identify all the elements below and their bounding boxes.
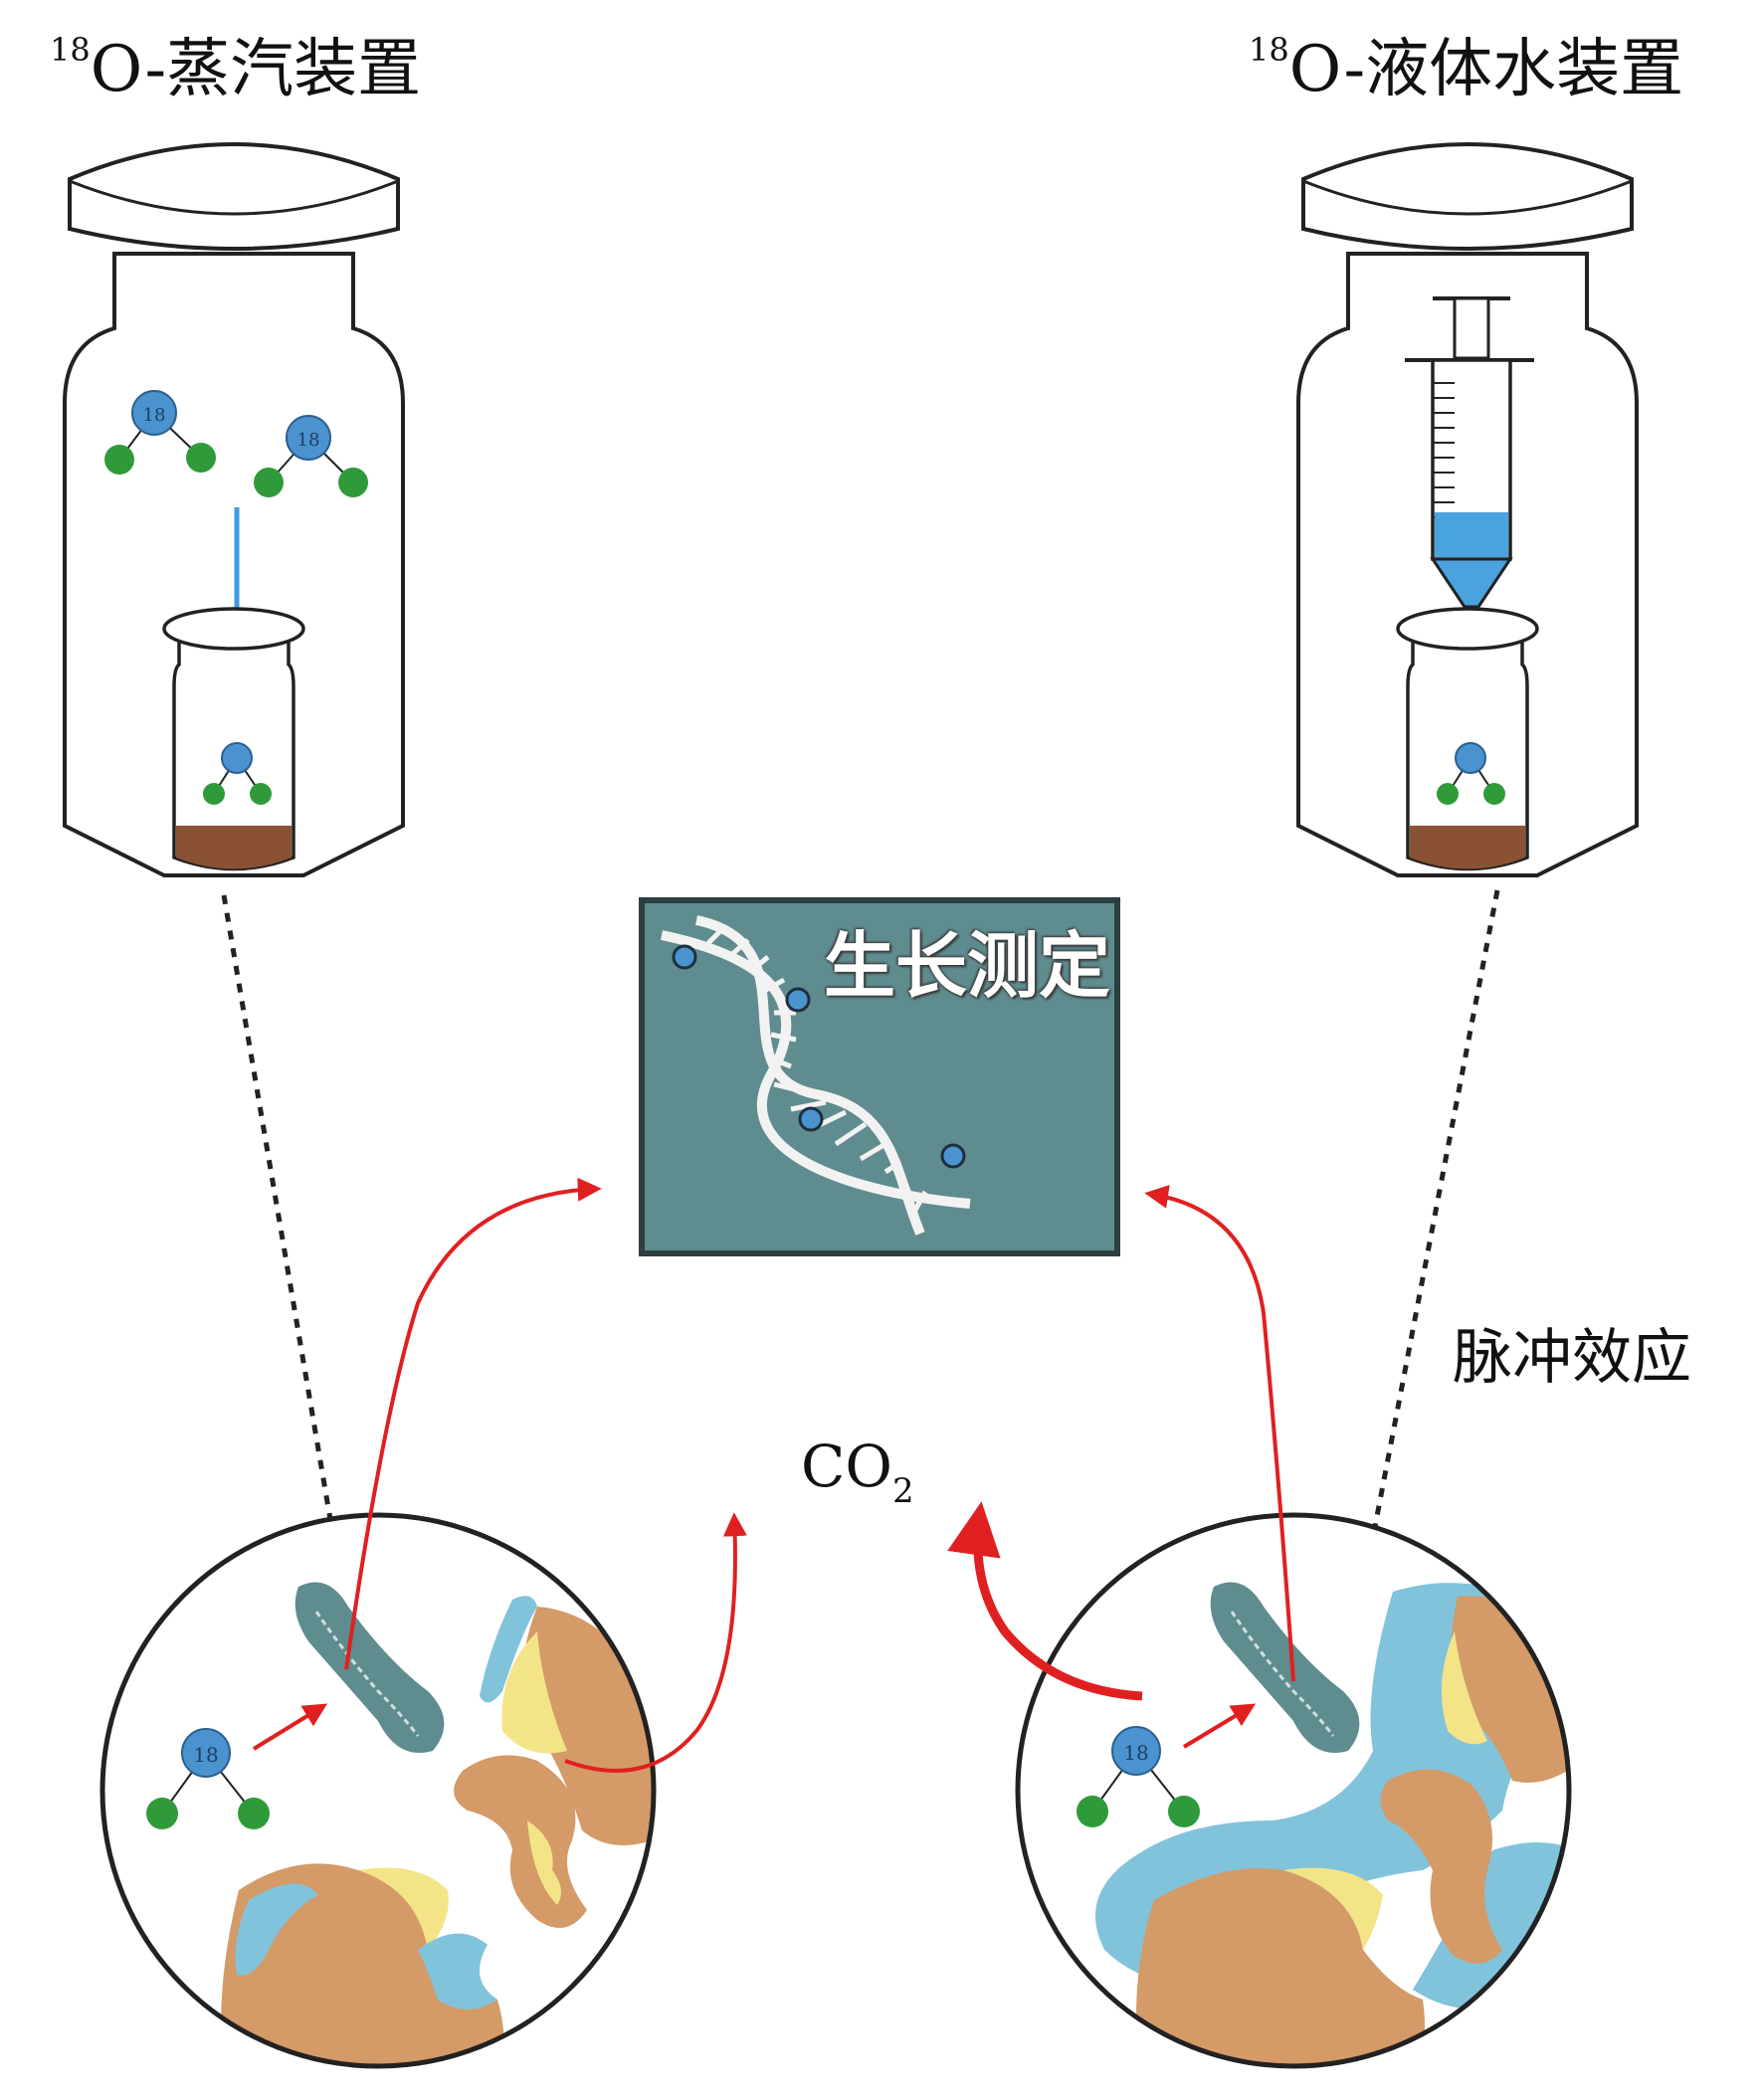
soil-aggregate xyxy=(521,1607,654,1845)
co2-label: CO2 xyxy=(801,1437,914,1508)
liquid-setup-title-text: O-液体水装置 xyxy=(1288,33,1684,106)
labeled-nucleotide xyxy=(672,944,697,970)
isotope-superscript: 18 xyxy=(50,31,91,69)
water-molecule: 18 xyxy=(1077,1726,1200,1827)
zoom-connector-left xyxy=(221,894,336,1538)
oxygen-18-atom xyxy=(1455,742,1486,774)
hydrogen-atom xyxy=(238,1798,270,1829)
pore-water xyxy=(235,1883,318,1976)
uptake-arrow xyxy=(252,1703,328,1751)
oxygen-18-atom xyxy=(181,1728,231,1778)
growth-measurement-label: 生长测定 xyxy=(824,923,1111,1008)
oxygen-18-atom xyxy=(131,390,177,436)
hydrogen-atom xyxy=(1077,1796,1108,1827)
soil-sample xyxy=(176,826,292,869)
uptake-arrow xyxy=(1182,1703,1257,1749)
hydrogen-atom xyxy=(146,1798,178,1829)
pore-water xyxy=(480,1596,537,1703)
microbial-cell xyxy=(294,1582,445,1753)
soil-aggregate xyxy=(1136,1868,1425,2066)
respiration-arrow-right xyxy=(947,1501,1143,1701)
hydrogen-atom xyxy=(254,468,284,497)
pulse-effect-label: 脉冲效应 xyxy=(1453,1323,1691,1393)
vapor-setup-title-text: O-蒸汽装置 xyxy=(90,33,422,106)
labeled-nucleotide xyxy=(785,987,811,1013)
vapor-setup-title: 18O-蒸汽装置 xyxy=(50,34,421,101)
liquid-water xyxy=(1435,512,1508,557)
isotope-superscript: 18 xyxy=(1249,31,1289,69)
co2-text: CO xyxy=(801,1432,892,1500)
respiration-arrow-left xyxy=(564,1512,747,1773)
growth-arrow-right xyxy=(1144,1184,1295,1682)
hydrogen-atom xyxy=(104,445,134,475)
hydrogen-atom xyxy=(186,443,216,473)
vial-lid xyxy=(1396,607,1539,651)
liquid-setup-title: 18O-液体水装置 xyxy=(1249,34,1683,101)
soil-aggregate xyxy=(220,1863,504,2066)
pore-water xyxy=(418,1933,497,2009)
jar-lid xyxy=(68,142,400,251)
vapor-jar: 18 18 xyxy=(63,142,405,877)
oxygen-18-atom xyxy=(221,742,253,774)
jar-lid xyxy=(1301,142,1634,251)
growth-arrow-left xyxy=(344,1177,602,1670)
oxygen-18-atom xyxy=(286,415,331,461)
co2-subscript: 2 xyxy=(891,1471,914,1511)
growth-measurement-panel xyxy=(639,897,1120,1256)
hydrogen-atom xyxy=(203,783,225,805)
labeled-nucleotide xyxy=(798,1106,824,1132)
dna-helix xyxy=(660,915,971,1236)
moisture-film xyxy=(1441,1631,1487,1745)
syringe xyxy=(1405,296,1534,625)
microbial-cell xyxy=(1210,1582,1360,1753)
hydrogen-atom xyxy=(338,468,368,497)
water-molecule: 18 xyxy=(146,1728,270,1829)
liquid-jar xyxy=(1296,142,1639,877)
water-molecule: 18 xyxy=(254,415,368,497)
hydrogen-atom xyxy=(1168,1796,1200,1827)
molecule-label: 18 xyxy=(1123,1741,1148,1765)
vial-lid xyxy=(162,607,305,651)
zoom-connector-right xyxy=(1370,889,1500,1538)
hydrogen-atom xyxy=(1483,783,1505,805)
soil-microsite-vapor: 18 xyxy=(99,1512,657,2069)
molecule-label: 18 xyxy=(143,405,166,426)
molecule-label: 18 xyxy=(297,430,320,451)
molecule-label: 18 xyxy=(193,1743,218,1767)
hydrogen-atom xyxy=(1437,783,1459,805)
soil-sample xyxy=(1410,826,1525,869)
labeled-nucleotide xyxy=(940,1143,966,1169)
soil-aggregate xyxy=(1380,1769,1502,1964)
water-molecule xyxy=(1437,742,1505,805)
hydrogen-atom xyxy=(250,783,272,805)
water-molecule: 18 xyxy=(104,390,216,475)
moisture-film xyxy=(501,1631,567,1754)
soil-microsite-liquid: 18 xyxy=(1015,1512,1572,2069)
water-molecule xyxy=(203,742,272,805)
oxygen-18-atom xyxy=(1111,1726,1161,1776)
